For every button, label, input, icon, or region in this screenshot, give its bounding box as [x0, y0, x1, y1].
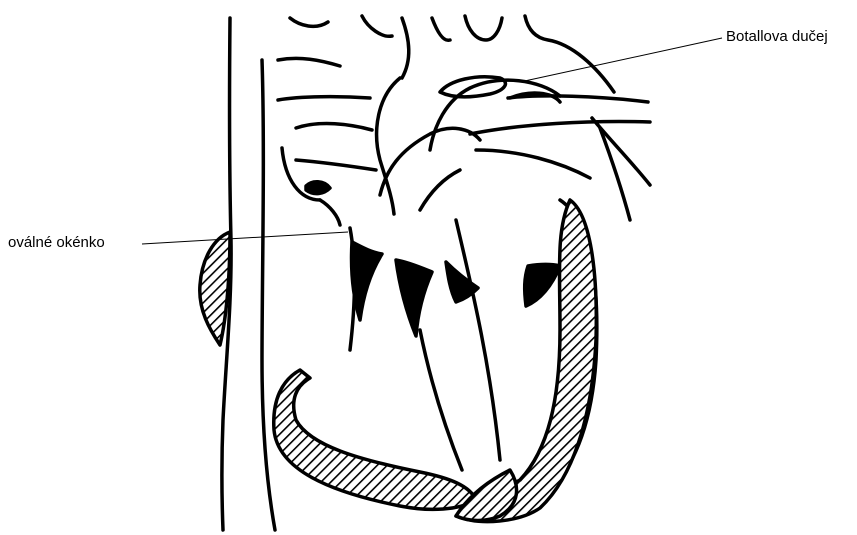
septum-right: [456, 220, 500, 460]
tricuspid-valve: [351, 242, 382, 320]
interventricular-septum: [420, 330, 462, 470]
pulmonary-veins-left: [278, 58, 376, 225]
label-foramen-ovale: oválné okénko: [8, 234, 105, 252]
leader-line-ductus: [520, 38, 722, 82]
label-ductus-arteriosus: Botallova dučej: [726, 28, 828, 46]
aortic-arch-branches: [290, 16, 614, 92]
leader-line-foramen: [142, 232, 348, 244]
left-ventricle-wall: [456, 200, 596, 522]
aortic-valve-right: [525, 265, 560, 307]
mitral-valve: [396, 260, 432, 336]
left-atrium-notch: [306, 182, 330, 194]
pulmonary-trunk: [380, 128, 480, 210]
right-atrium-wall: [200, 232, 230, 345]
right-ventricle-wall: [274, 370, 476, 509]
